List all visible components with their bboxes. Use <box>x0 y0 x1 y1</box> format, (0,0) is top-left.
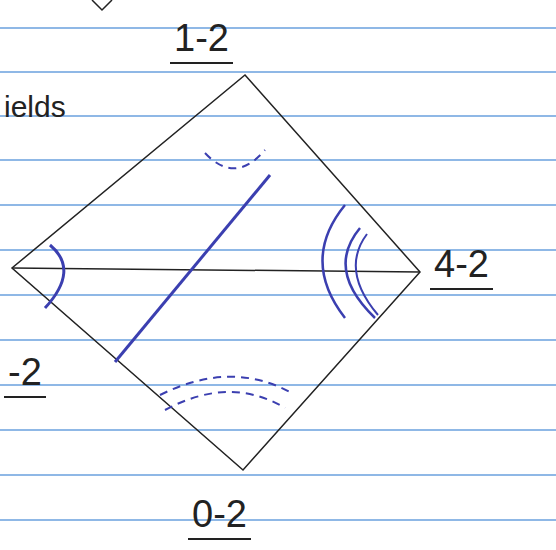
vertex-label: 1-2 <box>170 18 233 64</box>
vertex-label: 0-2 <box>188 494 251 540</box>
vertex-label: -2 <box>4 352 46 398</box>
partial-heading: ields <box>4 90 66 123</box>
vertex-label: 4-2 <box>430 244 493 290</box>
